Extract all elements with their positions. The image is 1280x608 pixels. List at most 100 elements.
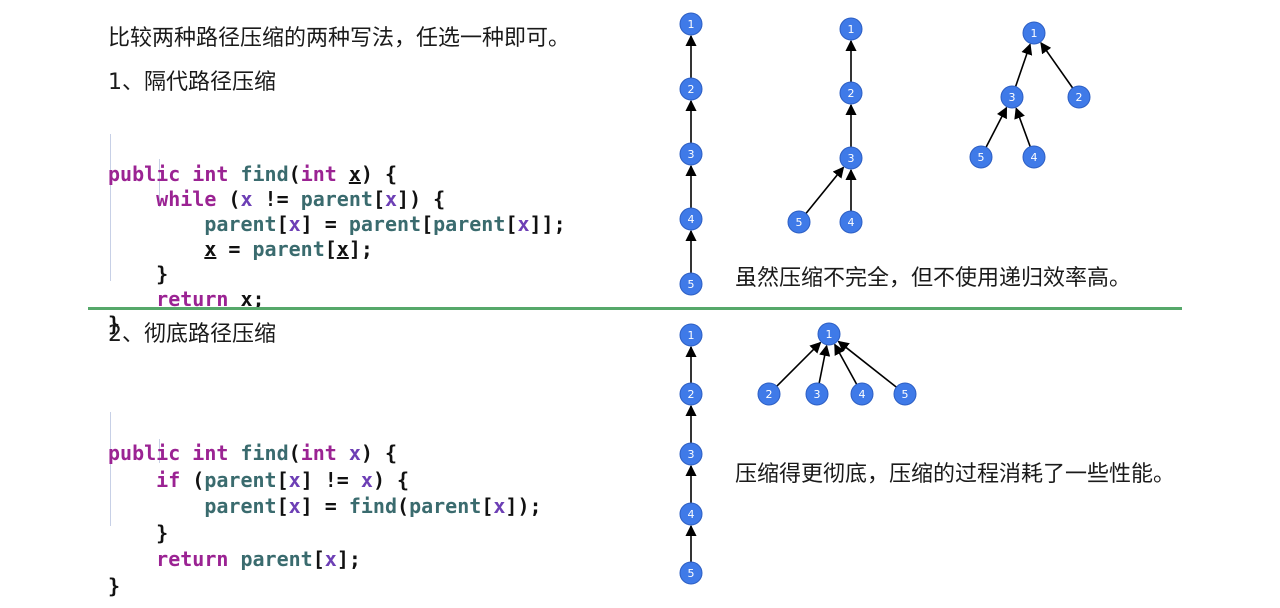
node-circle — [679, 207, 703, 231]
code-line: return parent[x]; — [108, 546, 542, 573]
tree-node: 3 — [1000, 85, 1024, 109]
section-1-note: 虽然压缩不完全，但不使用递归效率高。 — [735, 266, 1132, 291]
code-line: parent[x] = find(parent[x]); — [108, 493, 541, 520]
code-punctuation: ]]; — [529, 212, 566, 236]
code-punctuation: ) { — [372, 467, 410, 492]
code-identifier: parent — [348, 212, 422, 236]
parent-arrow — [1014, 43, 1033, 87]
tree-node: 3 — [679, 442, 703, 466]
tree-node: 5 — [969, 145, 993, 169]
code-identifier: parent — [204, 494, 277, 518]
node-circle — [839, 17, 863, 41]
code-identifier: find — [348, 494, 398, 518]
tree-node: 2 — [679, 382, 703, 406]
code-variable: x — [288, 212, 301, 236]
code-line: } — [108, 312, 566, 337]
node-circle — [839, 210, 863, 234]
code-variable: x — [240, 187, 253, 211]
code-identifier: parent — [409, 494, 482, 518]
code-variable: x — [348, 162, 361, 186]
tree-node: 4 — [1022, 145, 1046, 169]
code-punctuation: ( — [228, 187, 241, 211]
node-circle — [1067, 85, 1091, 109]
node-circle — [1022, 21, 1046, 45]
code-line: if (parent[x] != x) { — [108, 467, 542, 494]
tree-node: 5 — [679, 272, 703, 296]
code-punctuation: ) { — [360, 162, 398, 186]
code-punctuation: ]; — [336, 547, 361, 571]
node-label: 5 — [978, 151, 985, 164]
code-punctuation: = — [216, 237, 253, 261]
code-punctuation: [ — [312, 547, 325, 571]
node-label: 4 — [1031, 151, 1038, 164]
node-circle — [839, 146, 863, 170]
code-punctuation: ) { — [360, 441, 398, 465]
code-keyword: public — [108, 162, 193, 186]
code-line: } — [108, 262, 566, 287]
tree-node: 2 — [839, 81, 863, 105]
code-identifier: parent — [252, 237, 325, 261]
code-punctuation: ] = — [300, 494, 349, 518]
tree-node: 4 — [839, 210, 863, 234]
code-line: while (x != parent[x]) { — [108, 187, 566, 212]
code-punctuation: ( — [192, 467, 205, 492]
tree-node: 1 — [1022, 21, 1046, 45]
code-punctuation: ] = — [300, 212, 349, 236]
code-variable: x — [517, 212, 530, 236]
node-label: 2 — [688, 388, 695, 401]
code-punctuation: [ — [421, 212, 434, 236]
node-circle — [679, 142, 703, 166]
code-punctuation — [108, 468, 156, 492]
node-circle — [679, 442, 703, 466]
code-punctuation: ( — [288, 162, 301, 186]
node-label: 2 — [688, 83, 695, 96]
code-punctuation: [ — [481, 494, 494, 518]
code-identifier: parent — [433, 212, 506, 236]
code-keyword: int — [192, 441, 241, 465]
code-variable: x — [240, 287, 253, 311]
indent-guide — [159, 439, 160, 463]
code-punctuation: [ — [276, 494, 289, 518]
node-circle — [679, 77, 703, 101]
node-label: 4 — [688, 213, 695, 226]
code-punctuation: } — [108, 262, 169, 286]
code-identifier: parent — [204, 212, 277, 236]
node-label: 5 — [688, 278, 695, 291]
parent-arrow — [1014, 107, 1031, 147]
code-keyword: int — [300, 162, 349, 186]
code-punctuation: ]) { — [397, 187, 446, 211]
code-punctuation: ] != — [300, 467, 361, 492]
node-circle — [679, 561, 703, 585]
node-label: 3 — [848, 152, 855, 165]
tree-2-chain: 1 2 3 4 5 — [679, 323, 703, 585]
node-circle — [679, 12, 703, 36]
tree-node: 4 — [679, 502, 703, 526]
tree-node: 3 — [805, 382, 829, 406]
node-label: 1 — [848, 23, 855, 36]
node-label: 5 — [688, 567, 695, 580]
tree-node: 1 — [817, 322, 841, 346]
parent-arrow — [776, 341, 822, 387]
node-label: 1 — [826, 328, 833, 341]
tree-node: 1 — [679, 323, 703, 347]
code-line: public int find(int x) { — [108, 162, 566, 187]
code-punctuation: [ — [324, 237, 337, 261]
tree-node: 5 — [893, 382, 917, 406]
tree-node: 2 — [679, 77, 703, 101]
node-label: 2 — [848, 87, 855, 100]
node-circle — [850, 382, 874, 406]
node-circle — [757, 382, 781, 406]
node-circle — [679, 502, 703, 526]
node-label: 3 — [1009, 91, 1016, 104]
node-label: 3 — [688, 148, 695, 161]
intro-text: 比较两种路径压缩的两种写法，任选一种即可。 — [108, 26, 571, 51]
node-circle — [817, 322, 841, 346]
tree-node: 2 — [1067, 85, 1091, 109]
node-label: 3 — [688, 448, 695, 461]
code-keyword: if — [156, 467, 193, 492]
node-circle — [679, 323, 703, 347]
node-circle — [787, 210, 811, 234]
code-variable: x — [384, 187, 398, 211]
